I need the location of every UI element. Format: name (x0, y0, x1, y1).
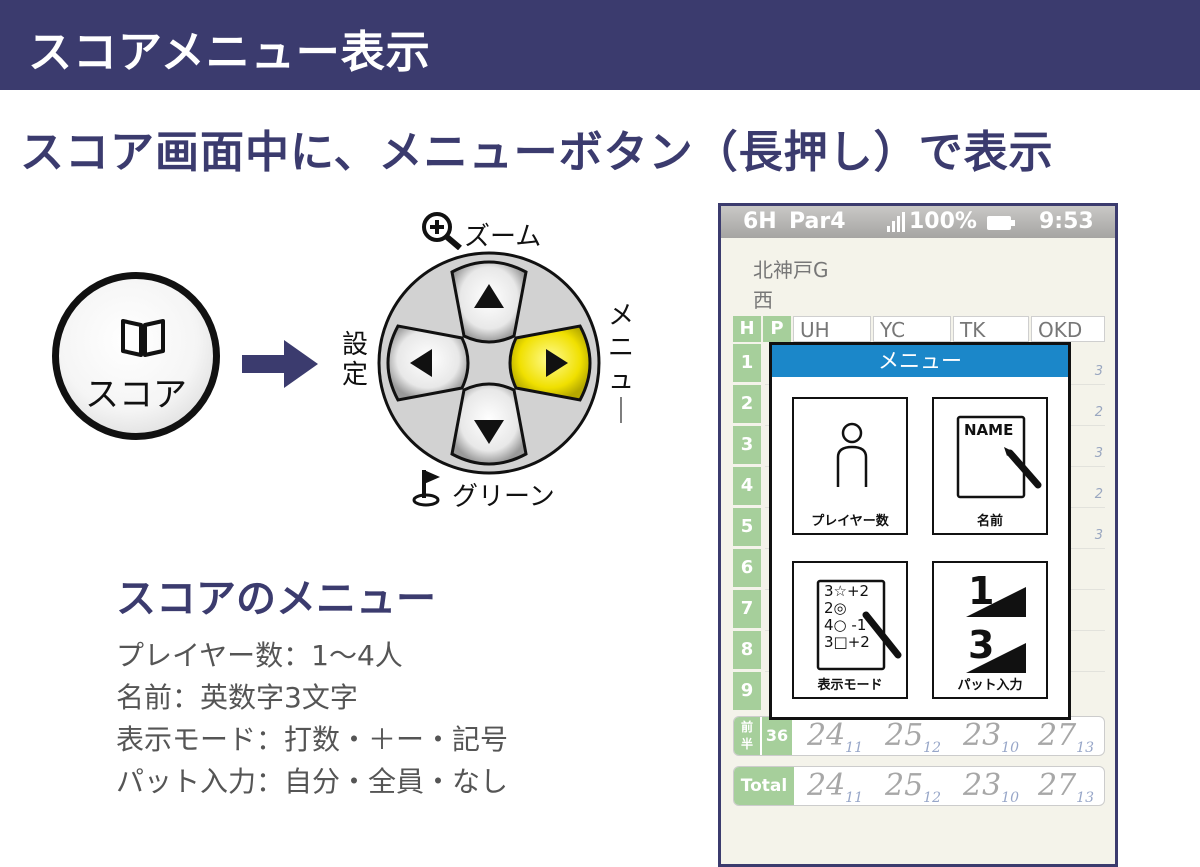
status-hole: 6H (743, 209, 777, 234)
title-bar: スコアメニュー表示 (0, 0, 1200, 90)
players-tile[interactable]: プレイヤー数 (792, 397, 908, 535)
par-mark: 3 (1094, 364, 1103, 379)
front-score: 2713 (1037, 718, 1094, 756)
display-mode-tile[interactable]: 3☆+2 2◎ 4○ -1 3□+2 表示モード (792, 561, 908, 699)
person-icon (836, 422, 868, 487)
hole-number: 9 (733, 672, 761, 710)
total-score: 2512 (884, 768, 941, 806)
status-par: Par4 (789, 209, 846, 234)
par-mark: 2 (1094, 487, 1103, 502)
battery-icon (987, 216, 1015, 230)
course-name: 北神戸G (753, 258, 829, 282)
subtitle: スコア画面中に、メニューボタン（長押し）で表示 (20, 127, 1054, 178)
pen-icon (956, 415, 1042, 499)
menu-item-name: 名前：英数字3文字 (116, 681, 358, 714)
menu-section-title: スコアのメニュー (116, 576, 436, 622)
col-player-3: TK (953, 316, 1029, 342)
hole-number: 3 (733, 426, 761, 464)
menu-popup: メニュー プレイヤー数 NAME 名前 3☆+2 2 (769, 342, 1071, 720)
settings-label: 設定 (341, 330, 368, 390)
menu-item-display-mode: 表示モード：打数・＋ー・記号 (116, 723, 509, 756)
flag-icon (412, 470, 440, 507)
hole-number: 8 (733, 631, 761, 669)
menu-item-putt-input: パット入力：自分・全員・なし (116, 765, 509, 798)
display-mode-samples: 3☆+2 2◎ 4○ -1 3□+2 (824, 582, 870, 651)
front-score: 2411 (806, 718, 863, 756)
col-player-1: UH (793, 316, 871, 342)
putt-triangle-icon (966, 587, 1026, 673)
dpad-down-button[interactable] (450, 382, 528, 466)
par-mark: 2 (1094, 405, 1103, 420)
total-row: Total 2411 2512 2310 2713 (733, 766, 1105, 806)
green-label: グリーン (412, 466, 555, 515)
dpad-right-button[interactable] (508, 324, 592, 402)
page-title: スコアメニュー表示 (28, 27, 431, 78)
hole-number: 7 (733, 590, 761, 628)
signal-icon (887, 212, 905, 232)
putt-input-tile-label: パット入力 (957, 678, 1023, 693)
status-bar: 6H Par4 100% 9:53 (721, 206, 1115, 238)
putt-digit-bottom: 3 (968, 623, 995, 667)
par-mark: 3 (1094, 446, 1103, 461)
course-section: 西 (753, 288, 773, 312)
front-nine-label: 前半 (734, 717, 760, 755)
par-mark: 3 (1094, 528, 1103, 543)
hole-number: 6 (733, 549, 761, 587)
device-screen: 6H Par4 100% 9:53 北神戸G 西 H P UH YC TK OK… (718, 203, 1118, 867)
players-tile-label: プレイヤー数 (811, 514, 889, 529)
col-player-4: OKD (1031, 316, 1105, 342)
col-par: P (763, 316, 791, 342)
dpad (377, 251, 601, 475)
front-score: 2310 (962, 718, 1019, 756)
name-icon-text: NAME (964, 421, 1014, 439)
status-time: 9:53 (1039, 209, 1094, 234)
menu-label: メニュ｜ (607, 301, 634, 427)
score-button[interactable]: スコア (52, 272, 220, 440)
dpad-left-button[interactable] (386, 324, 470, 402)
name-tile[interactable]: NAME 名前 (932, 397, 1048, 535)
book-icon (121, 319, 165, 357)
putt-digit-top: 1 (968, 569, 995, 613)
menu-popup-title: メニュー (772, 345, 1068, 377)
name-tile-label: 名前 (976, 514, 1003, 529)
green-label-text: グリーン (452, 482, 555, 512)
total-score: 2713 (1037, 768, 1094, 806)
display-mode-tile-label: 表示モード (817, 678, 883, 693)
score-button-label: スコア (85, 375, 187, 415)
zoom-label-text: ズーム (464, 222, 542, 252)
scorecard-pen-icon (816, 579, 902, 671)
total-score: 2310 (962, 768, 1019, 806)
total-label: Total (734, 767, 794, 805)
zoom-label: ズーム (420, 210, 541, 257)
hole-number: 1 (733, 344, 761, 382)
front-nine-row: 前半 36 2411 2512 2310 2713 (733, 716, 1105, 756)
menu-item-players: プレイヤー数：1〜4人 (116, 639, 403, 672)
status-battery-level: 100% (909, 209, 977, 234)
hole-number: 4 (733, 467, 761, 505)
total-score: 2411 (806, 768, 863, 806)
hole-number: 5 (733, 508, 761, 546)
zoom-in-icon (422, 212, 462, 251)
dpad-up-button[interactable] (450, 260, 528, 344)
front-nine-par: 36 (762, 717, 792, 755)
front-score: 2512 (884, 718, 941, 756)
hole-number: 2 (733, 385, 761, 423)
col-player-2: YC (873, 316, 951, 342)
arrow-right-icon (242, 340, 318, 388)
putt-input-tile[interactable]: 1 3 パット入力 (932, 561, 1048, 699)
col-hole: H (733, 316, 761, 342)
